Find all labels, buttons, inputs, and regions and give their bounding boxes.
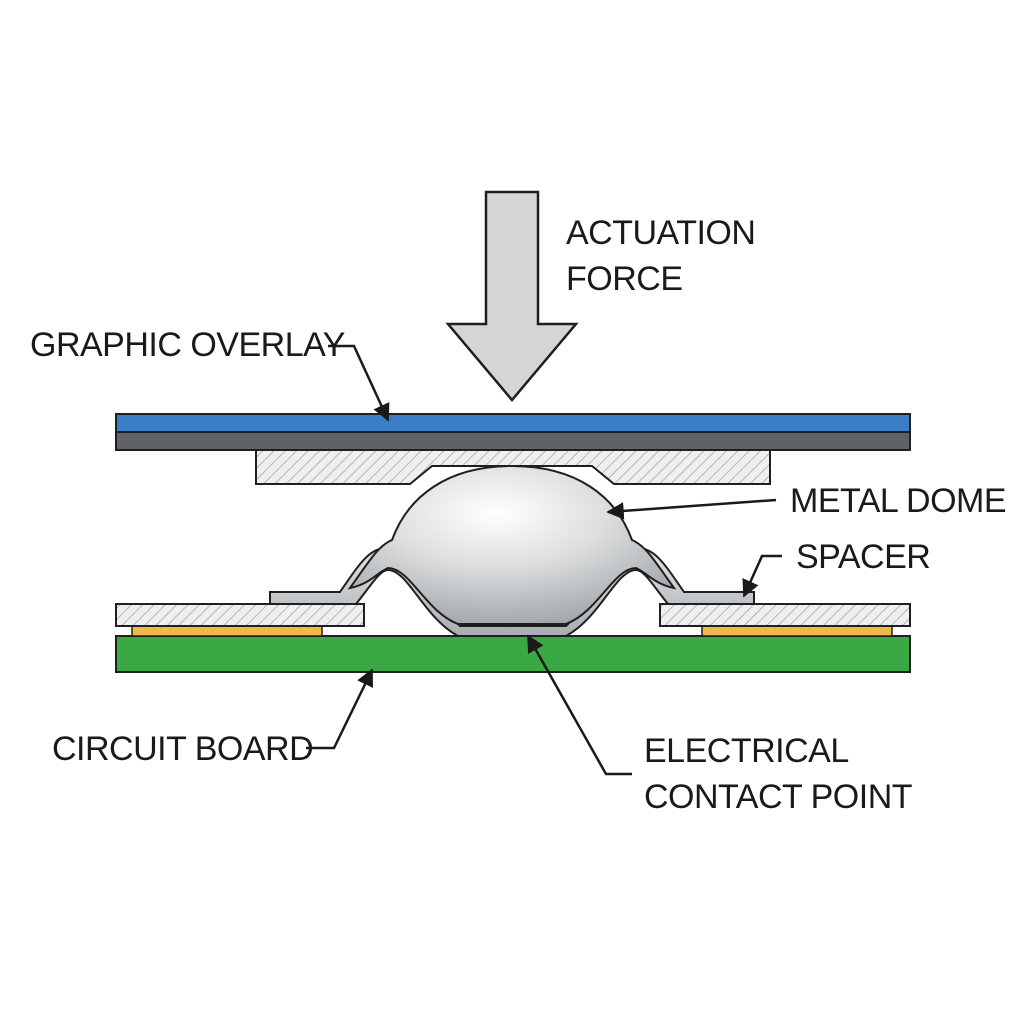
leader-circuit-board (306, 668, 374, 750)
label-electrical-contact-point: ELECTRICAL CONTACT POINT (644, 728, 913, 820)
leader-spacer (742, 554, 782, 598)
label-electrical-contact-line1: ELECTRICAL (644, 732, 849, 770)
contact-pad-right (701, 625, 893, 637)
contact-pad-left (131, 625, 323, 637)
label-circuit-board: CIRCUIT BOARD (52, 730, 314, 768)
label-actuation-force-line2: FORCE (566, 260, 683, 298)
label-spacer: SPACER (796, 538, 931, 576)
spacer-right (659, 603, 911, 627)
metal-dome (347, 464, 677, 625)
label-electrical-contact-line2: CONTACT POINT (644, 778, 913, 816)
label-metal-dome: METAL DOME (790, 482, 1007, 520)
leader-metal-dome (606, 498, 777, 520)
label-actuation-force: ACTUATION FORCE (566, 210, 756, 302)
graphic-overlay-backing (115, 431, 911, 451)
label-graphic-overlay: GRAPHIC OVERLAY (30, 326, 345, 364)
leader-electrical-contact (526, 634, 632, 776)
spacer-left (115, 603, 365, 627)
leader-graphic-overlay (328, 344, 390, 422)
actuation-force-arrow (445, 190, 579, 402)
upper-spacer (255, 449, 771, 485)
circuit-board (115, 635, 911, 673)
graphic-overlay (115, 413, 911, 433)
label-actuation-force-line1: ACTUATION (566, 214, 756, 252)
